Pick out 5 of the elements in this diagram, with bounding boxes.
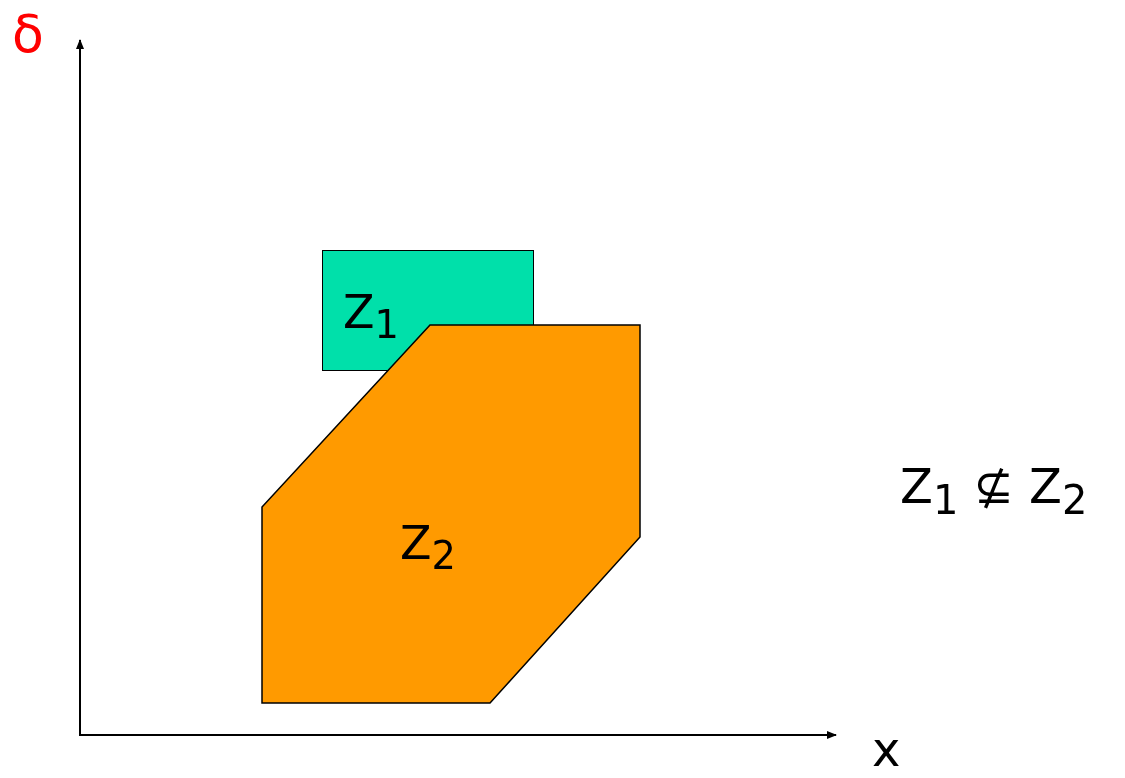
region-label: Z$_{2}$: [400, 520, 456, 576]
axis-label: x: [872, 725, 901, 773]
relation-formula: Z$_{1}$ ⊈ Z$_{2}$: [900, 462, 1088, 520]
region-label: Z$_{1}$: [343, 289, 399, 345]
axis-label: δ: [12, 8, 44, 60]
